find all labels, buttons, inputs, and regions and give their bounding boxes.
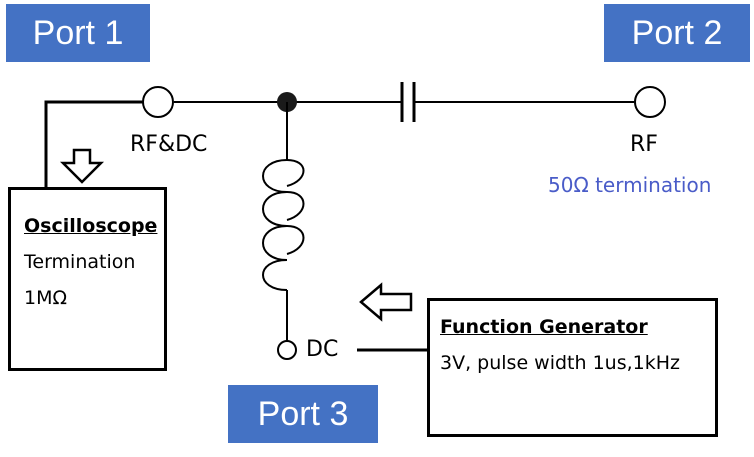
port-3-label: Port 3 (228, 385, 378, 443)
rf-terminal-label: RF (630, 132, 658, 157)
oscilloscope-termination-value: 1MΩ (24, 287, 68, 309)
function-generator-settings: 3V, pulse width 1us,1kHz (440, 352, 681, 374)
oscilloscope-box: Oscilloscope Termination 1MΩ (8, 187, 167, 371)
function-generator-title: Function Generator (440, 316, 648, 338)
oscilloscope-termination-label: Termination (24, 251, 136, 273)
rf-termination-note: 50Ω termination (548, 173, 712, 197)
dc-terminal-label: DC (306, 337, 339, 362)
port-2-label: Port 2 (604, 4, 750, 62)
oscilloscope-cable (44, 100, 143, 187)
rf-terminal (634, 86, 666, 118)
port-1-label: Port 1 (6, 4, 150, 62)
dc-terminal (277, 340, 297, 360)
inductor-coil (262, 159, 305, 291)
rfdc-terminal (142, 86, 174, 118)
rfdc-terminal-label: RF&DC (130, 132, 208, 157)
oscilloscope-title: Oscilloscope (24, 215, 158, 237)
function-generator-box: Function Generator 3V, pulse width 1us,1… (427, 298, 718, 437)
left-arrow-icon (359, 282, 413, 322)
down-arrow-icon (59, 148, 105, 184)
